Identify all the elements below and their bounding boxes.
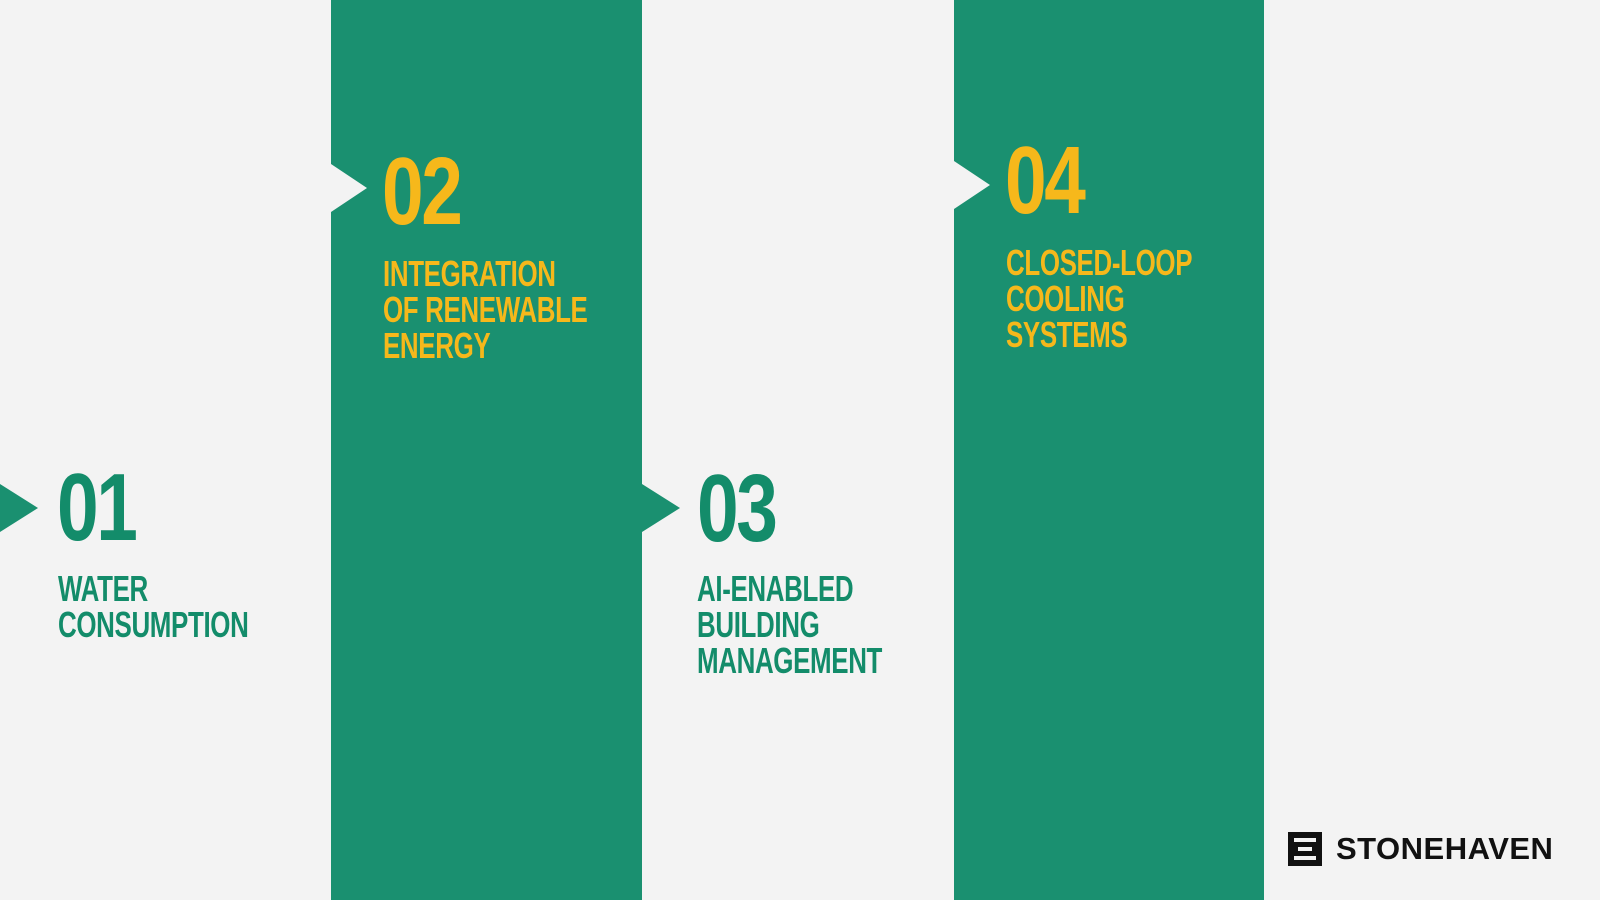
step-title-line: BUILDING	[697, 604, 820, 645]
step-title-line: CONSUMPTION	[58, 604, 249, 645]
step-number: 04	[1005, 127, 1086, 234]
step-title-line: CLOSED-LOOP	[1006, 242, 1193, 283]
arrow-marker-03-icon	[642, 484, 680, 532]
brand-name: STONEHAVEN	[1336, 831, 1554, 866]
step-title-line: AI-ENABLED	[697, 568, 854, 609]
brand-logo: STONEHAVEN	[1288, 832, 1553, 866]
stonehaven-logo-icon	[1288, 832, 1322, 866]
step-title-line: SYSTEMS	[1006, 314, 1128, 355]
step-title-line: WATER	[58, 568, 148, 609]
column-step-04	[954, 0, 1264, 900]
column-step-02	[331, 0, 642, 900]
arrow-marker-01-icon	[0, 484, 38, 532]
step-title-line: COOLING	[1006, 278, 1125, 319]
step-number: 02	[382, 138, 463, 245]
step-title: AI-ENABLED BUILDING MANAGEMENT	[697, 571, 882, 679]
step-title-line: MANAGEMENT	[697, 640, 883, 681]
step-number: 03	[697, 455, 778, 562]
step-title: CLOSED-LOOP COOLING SYSTEMS	[1006, 245, 1192, 353]
arrow-marker-04-icon	[954, 161, 990, 209]
step-title-line: ENERGY	[383, 325, 491, 366]
arrow-marker-02-icon	[331, 164, 367, 212]
step-title-line: INTEGRATION	[383, 253, 556, 294]
step-title-line: OF RENEWABLE	[383, 289, 588, 330]
step-title: WATER CONSUMPTION	[58, 568, 249, 645]
step-number: 01	[57, 454, 138, 561]
step-title: INTEGRATION OF RENEWABLE ENERGY	[383, 253, 588, 366]
